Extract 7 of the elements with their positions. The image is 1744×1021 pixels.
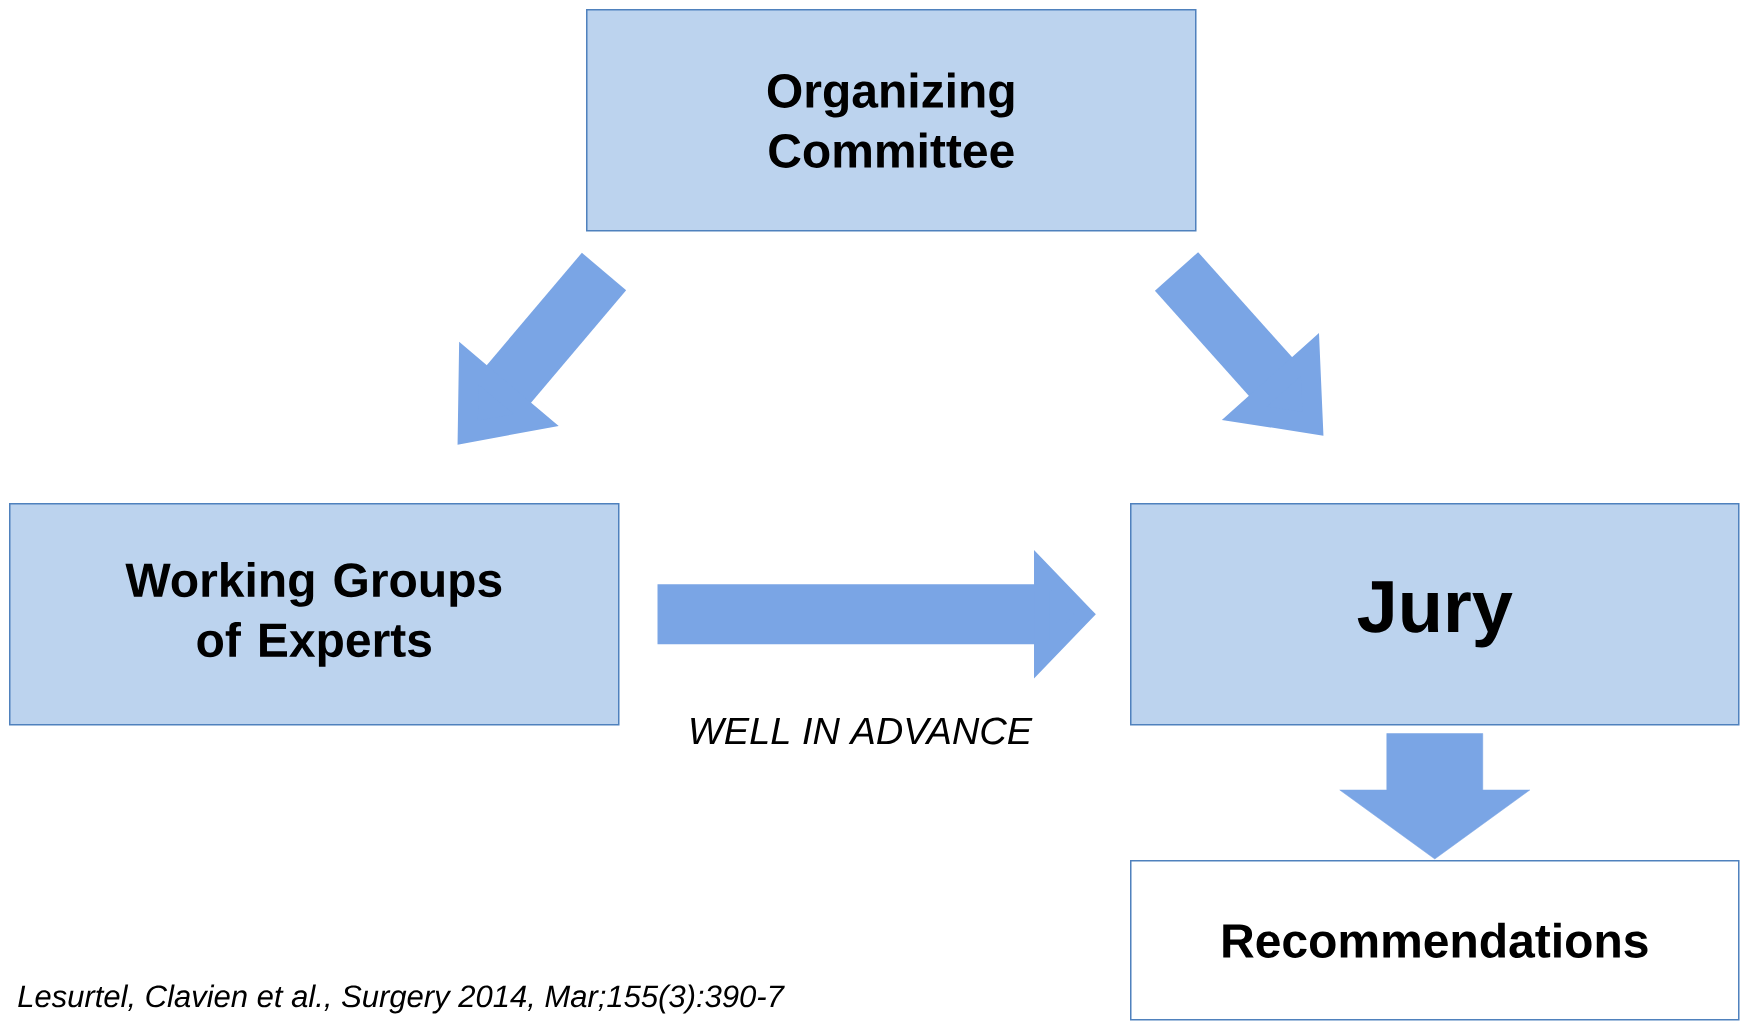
process-box: Working Groups of Experts	[9, 503, 620, 726]
process-box: Organizing Committee	[586, 9, 1197, 232]
edge-label: WELL IN ADVANCE	[691, 717, 1033, 745]
process-box: Jury	[1130, 503, 1740, 726]
citation: Lesurtel, Clavien et al., Surgery 2014, Mar;155(3):390-7	[18, 984, 785, 1014]
process-box: Recommendations	[1130, 860, 1740, 1021]
block-arrow	[1339, 733, 1530, 860]
